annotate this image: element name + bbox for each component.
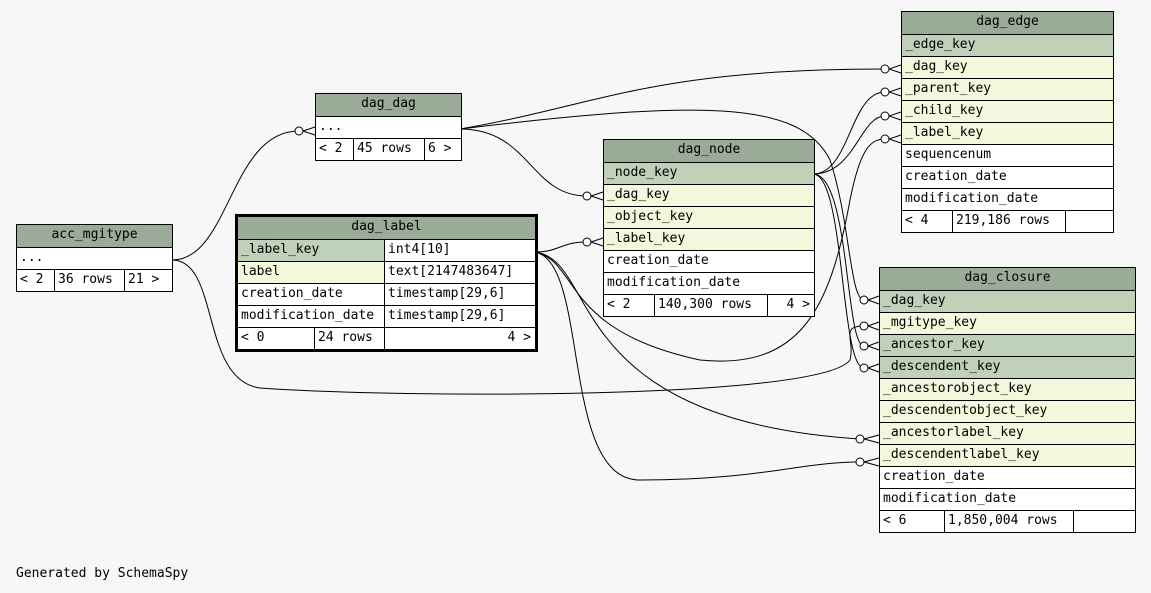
column-row[interactable]: label text[2147483647]: [238, 261, 535, 283]
column-type: timestamp[29,6]: [384, 306, 535, 327]
link-dag_node-dag_edge-child: [812, 115, 886, 175]
column-type: text[2147483647]: [384, 262, 535, 283]
children-link[interactable]: 21 >: [124, 270, 172, 291]
column-row[interactable]: _label_key: [902, 122, 1113, 144]
column-row[interactable]: _child_key: [902, 100, 1113, 122]
link-dag_dag-dag_node: [459, 128, 588, 197]
parents-link[interactable]: < 2: [20, 272, 44, 287]
link-dag_dag-dag_edge: [459, 68, 886, 130]
table-dag_node[interactable]: dag_node _node_key _dag_key _object_key …: [603, 139, 815, 317]
column-row[interactable]: _label_key: [604, 228, 814, 250]
column-row[interactable]: _descendentobject_key: [880, 400, 1135, 422]
table-footer: < 4 219,186 rows: [902, 210, 1113, 232]
column-row[interactable]: _node_key: [604, 162, 814, 184]
link-dag_label-dag_edge: [534, 138, 886, 362]
link-dag_node-dag_closure-anc: [812, 173, 865, 347]
parents-link[interactable]: < 4: [905, 213, 929, 228]
column-row[interactable]: _mgitype_key: [880, 312, 1135, 334]
column-row[interactable]: creation_date timestamp[29,6]: [238, 283, 535, 305]
column-row[interactable]: _parent_key: [902, 78, 1113, 100]
children-link[interactable]: [1065, 211, 1113, 232]
row-count: 45 rows: [353, 139, 424, 160]
table-dag_label[interactable]: dag_label _label_key int4[10] label text…: [235, 214, 538, 352]
column-row[interactable]: creation_date: [880, 466, 1135, 488]
link-dag_dag-dag_closure: [459, 109, 865, 301]
column-row[interactable]: sequencenum: [902, 144, 1113, 166]
table-footer: < 2 140,300 rows 4 >: [604, 294, 814, 316]
column-row[interactable]: _ancestor_key: [880, 334, 1135, 356]
column-row[interactable]: _edge_key: [902, 34, 1113, 56]
column-row[interactable]: _descendent_key: [880, 356, 1135, 378]
parents-link[interactable]: < 0: [241, 330, 265, 345]
column-type: timestamp[29,6]: [384, 284, 535, 305]
column-row[interactable]: _ancestorlabel_key: [880, 422, 1135, 444]
column-row[interactable]: _ancestorobject_key: [880, 378, 1135, 400]
link-dag_node-dag_closure-desc: [812, 173, 865, 369]
children-link[interactable]: 6 >: [424, 139, 461, 160]
column-row[interactable]: modification_date: [902, 188, 1113, 210]
row-count: 36 rows: [54, 270, 124, 291]
link-acc_mgitype-dag_dag: [171, 130, 300, 261]
link-dag_label-dag_closure-desclabel: [534, 251, 861, 481]
parents-link[interactable]: < 2: [607, 297, 631, 312]
table-footer: < 0 24 rows 4 >: [238, 327, 535, 349]
column-row[interactable]: creation_date: [902, 166, 1113, 188]
table-title[interactable]: dag_node: [604, 140, 814, 162]
children-link[interactable]: [1073, 511, 1135, 532]
column-row[interactable]: _descendentlabel_key: [880, 444, 1135, 466]
table-title[interactable]: acc_mgitype: [17, 225, 172, 247]
children-link[interactable]: 4 >: [384, 328, 535, 349]
table-footer: < 6 1,850,004 rows: [880, 510, 1135, 532]
link-dag_label-dag_node: [534, 241, 588, 253]
table-dag_edge[interactable]: dag_edge _edge_key _dag_key _parent_key …: [901, 11, 1114, 233]
link-acc_mgitype-dag_closure: [171, 259, 865, 395]
generated-by-text: Generated by SchemaSpy: [16, 566, 189, 581]
link-dag_node-dag_edge-parent: [812, 91, 886, 175]
row-count: 140,300 rows: [654, 295, 767, 316]
column-row[interactable]: _dag_key: [604, 184, 814, 206]
table-title[interactable]: dag_dag: [316, 94, 461, 116]
parents-link[interactable]: < 6: [883, 513, 907, 528]
table-title[interactable]: dag_label: [238, 217, 535, 239]
column-row[interactable]: ...: [17, 247, 172, 269]
column-row[interactable]: _dag_key: [902, 56, 1113, 78]
children-link[interactable]: 4 >: [767, 295, 814, 316]
column-row[interactable]: modification_date timestamp[29,6]: [238, 305, 535, 327]
column-row[interactable]: modification_date: [880, 488, 1135, 510]
table-acc_mgitype[interactable]: acc_mgitype ... < 2 36 rows 21 >: [16, 224, 173, 292]
table-title[interactable]: dag_closure: [880, 268, 1135, 290]
column-type: int4[10]: [384, 240, 535, 261]
table-dag_dag[interactable]: dag_dag ... < 2 45 rows 6 >: [315, 93, 462, 161]
row-count: 24 rows: [314, 328, 384, 349]
table-dag_closure[interactable]: dag_closure _dag_key _mgitype_key _ances…: [879, 267, 1136, 533]
row-count: 1,850,004 rows: [944, 511, 1073, 532]
column-row[interactable]: modification_date: [604, 272, 814, 294]
column-row[interactable]: ...: [316, 116, 461, 138]
table-footer: < 2 45 rows 6 >: [316, 138, 461, 160]
parents-link[interactable]: < 2: [319, 141, 343, 156]
link-dag_label-dag_closure-anclabel: [534, 251, 861, 440]
crowfoot-marks: [302, 64, 902, 467]
table-title[interactable]: dag_edge: [902, 12, 1113, 34]
table-footer: < 2 36 rows 21 >: [17, 269, 172, 291]
column-row[interactable]: _object_key: [604, 206, 814, 228]
link-endpoint-circles: [294, 64, 890, 467]
column-row[interactable]: _dag_key: [880, 290, 1135, 312]
column-row[interactable]: _label_key int4[10]: [238, 239, 535, 261]
column-row[interactable]: creation_date: [604, 250, 814, 272]
row-count: 219,186 rows: [952, 211, 1065, 232]
